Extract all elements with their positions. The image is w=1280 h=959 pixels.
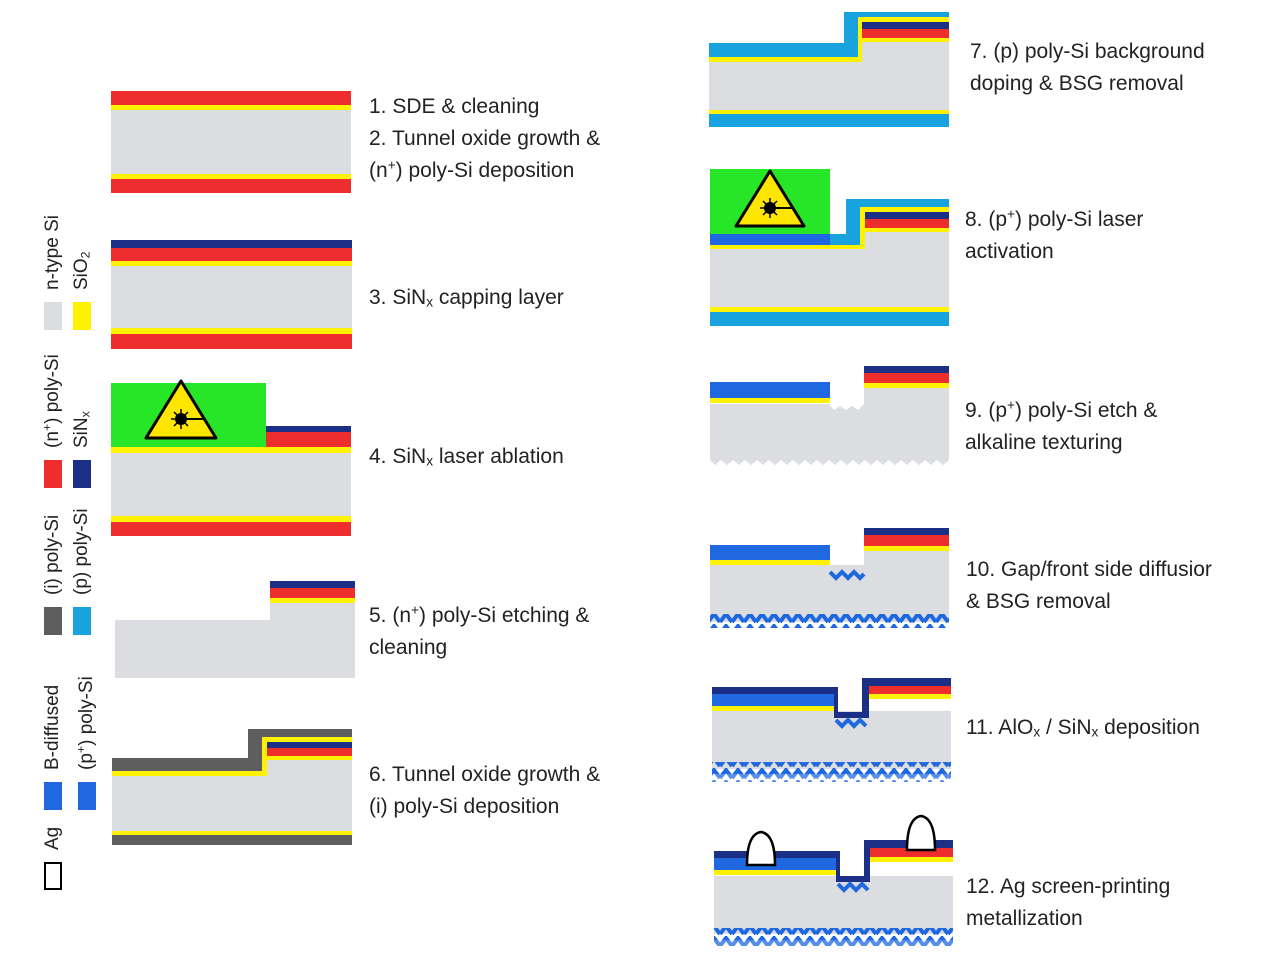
step-label-line: 9. (p+) poly-Si etch &: [965, 397, 1158, 422]
legend-swatch-ag: [44, 862, 62, 890]
step-label-line: cleaning: [369, 636, 448, 659]
step-label-line: & BSG removal: [966, 590, 1111, 613]
step-11-cross-section: [712, 678, 951, 782]
step-label-line: 10. Gap/front side diffusior: [966, 558, 1212, 581]
step-label-line: 12. Ag screen-printing: [966, 875, 1171, 898]
legend-item-n-plus-poly-si: (n+) poly-Si: [40, 298, 84, 488]
legend-item-p-poly-si: (p) poly-Si: [71, 445, 113, 635]
legend-swatch-i-poly-si: [44, 607, 62, 635]
step-label-line: 4. SiNx laser ablation: [369, 445, 564, 469]
step-label-line: 7. (p) poly-Si background: [970, 40, 1205, 63]
step-6-cross-section: [112, 729, 352, 845]
legend-item-sio2: SiO2: [71, 140, 113, 330]
step-label-line: 8. (p+) poly-Si laser: [965, 206, 1144, 231]
step-1-2-cross-section: [111, 91, 351, 193]
step-label-10: 10. Gap/front side diffusior & BSG remova…: [966, 554, 1212, 618]
step-label-line: 1. SDE & cleaning: [369, 95, 540, 118]
legend-item-ag: Ag: [42, 700, 84, 890]
step-label-3: 3. SiNx capping layer: [369, 282, 564, 314]
legend-item-b-diffused: B-diffused: [42, 620, 84, 810]
laser-warning-icon: [734, 169, 806, 228]
legend-item-i-poly-si: (i) poly-Si: [42, 445, 84, 635]
legend-label-ag: Ag: [42, 826, 63, 850]
step-3-cross-section: [111, 240, 352, 349]
legend-item-p-plus-poly-si: (p+) poly-Si: [74, 620, 118, 810]
step-label-6: 6. Tunnel oxide growth & (i) poly-Si depo…: [369, 759, 600, 823]
legend-label-p-poly-si: (p) poly-Si: [71, 508, 92, 595]
laser-warning-icon: [144, 379, 218, 440]
legend-swatch-sio2: [73, 302, 91, 330]
step-label-1-2: 1. SDE & cleaning 2. Tunnel oxide growth …: [369, 91, 600, 187]
step-5-cross-section: [115, 581, 355, 678]
step-label-line: 11. AlOx / SiNx deposition: [966, 716, 1200, 740]
legend-swatch-n-type-si: [44, 302, 62, 330]
legend-swatch-p-plus-poly-si: [78, 782, 96, 810]
ag-contact-left: [745, 830, 777, 867]
step-label-line: 6. Tunnel oxide growth &: [369, 763, 601, 786]
step-label-line: (n+) poly-Si deposition: [369, 157, 575, 182]
legend-label-i-poly-si: (i) poly-Si: [42, 514, 63, 595]
legend-swatch-n-plus-poly-si: [44, 460, 62, 488]
step-label-9: 9. (p+) poly-Si etch & alkaline texturing: [965, 395, 1157, 459]
step-10-cross-section: [710, 528, 949, 628]
step-label-line: activation: [965, 240, 1054, 263]
step-4-cross-section: [111, 379, 351, 536]
step-7-cross-section: [709, 12, 949, 127]
step-label-line: (i) poly-Si deposition: [369, 795, 560, 818]
step-label-line: 3. SiNx capping layer: [369, 286, 564, 310]
step-label-5: 5. (n+) poly-Si etching & cleaning: [369, 600, 589, 664]
step-label-line: alkaline texturing: [965, 431, 1123, 454]
step-label-8: 8. (p+) poly-Si laser activation: [965, 204, 1143, 268]
ag-contact-right: [905, 814, 937, 852]
step-8-cross-section: [710, 169, 949, 326]
step-label-7: 7. (p) poly-Si background doping & BSG re…: [970, 36, 1205, 100]
step-label-line: doping & BSG removal: [970, 72, 1184, 95]
legend-swatch-p-poly-si: [73, 607, 91, 635]
step-label-line: 5. (n+) poly-Si etching &: [369, 602, 590, 627]
step-label-line: metallization: [966, 907, 1083, 930]
legend-swatch-b-diffused: [44, 782, 62, 810]
step-12-cross-section: [714, 814, 953, 946]
step-label-4: 4. SiNx laser ablation: [369, 441, 564, 473]
legend-item-n-type-si: n-type Si: [42, 140, 84, 330]
legend-swatch-sinx: [73, 460, 91, 488]
step-label-12: 12. Ag screen-printing metallization: [966, 871, 1170, 935]
step-label-11: 11. AlOx / SiNx deposition: [966, 712, 1200, 744]
legend-item-sinx: SiNx: [71, 298, 113, 488]
step-9-cross-section: [710, 366, 949, 465]
step-label-line: 2. Tunnel oxide growth &: [369, 127, 601, 150]
